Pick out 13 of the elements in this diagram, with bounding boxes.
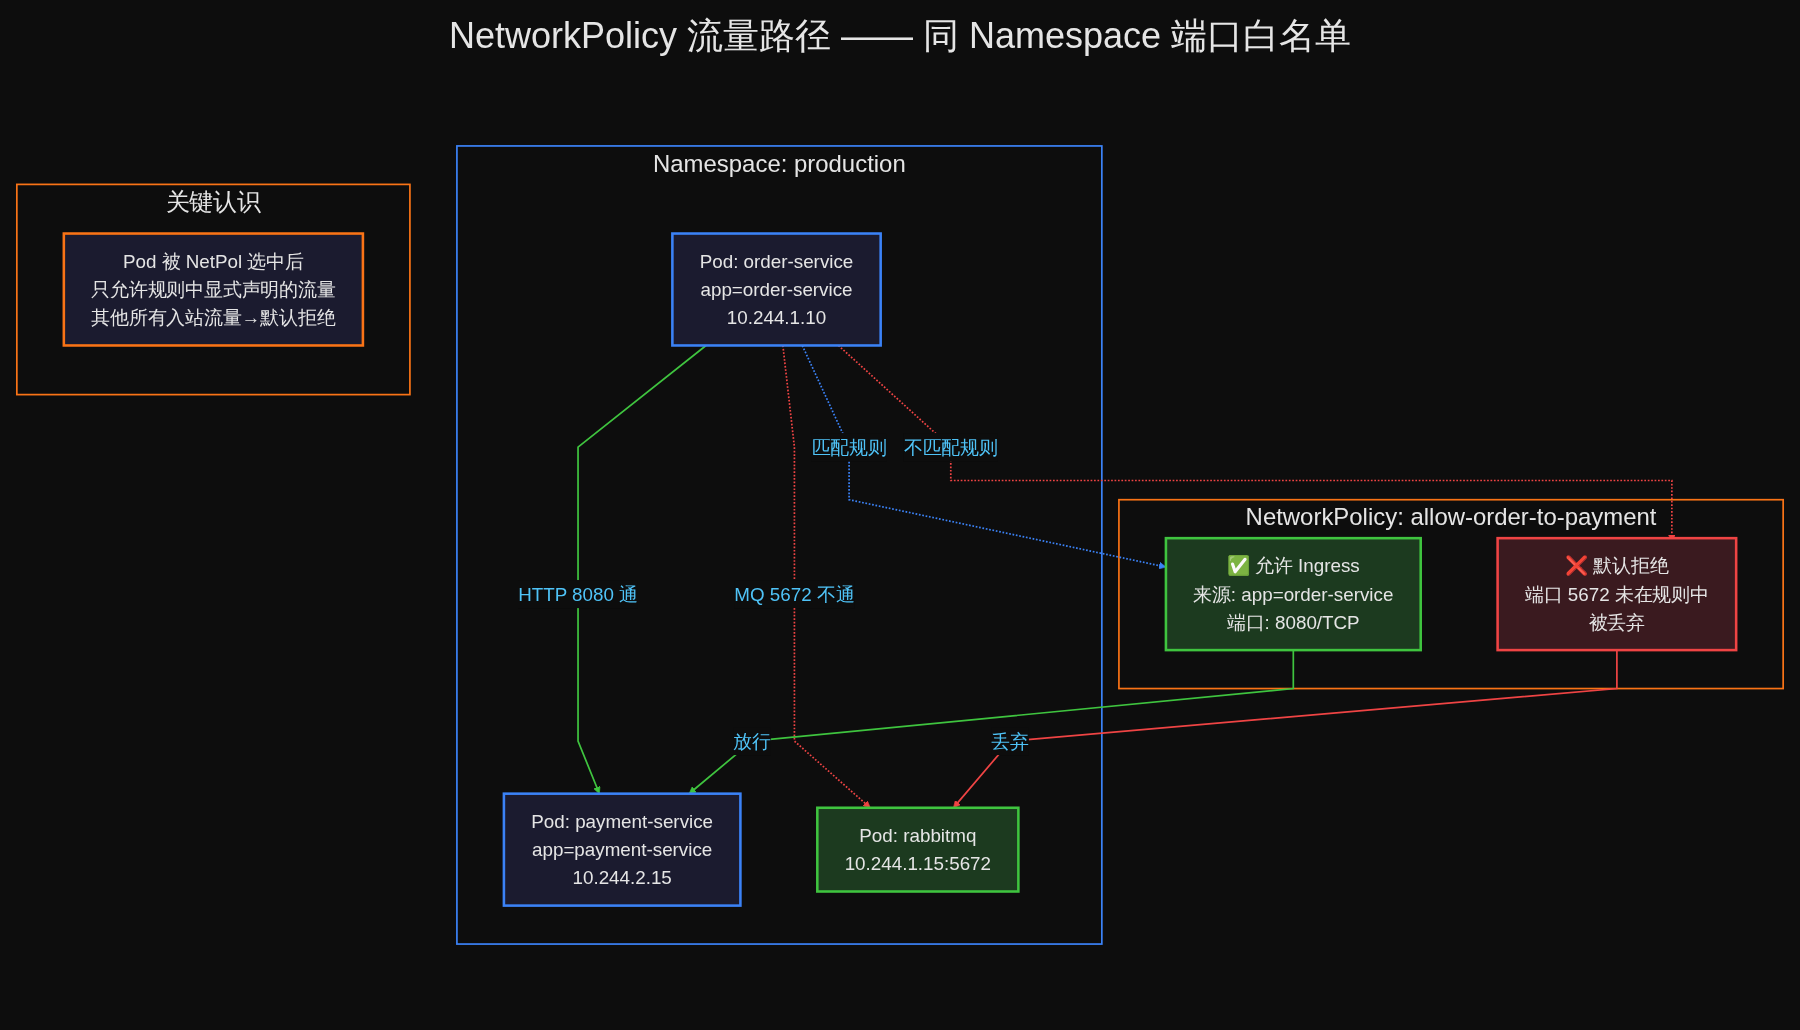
edge-label: 匹配规则 <box>811 436 887 458</box>
edge-label: MQ 5672 不通 <box>734 583 855 605</box>
edge-label: 不匹配规则 <box>903 436 998 458</box>
node-box: Pod 被 NetPol 选中后 只允许规则中显式声明的流量 其他所有入站流量→默认拒绝 <box>62 232 365 347</box>
edge-label: 放行 <box>733 730 771 752</box>
diagram-title: NetworkPolicy 流量路径 —— 同 Namespace 端口白名单 <box>447 14 1353 58</box>
node-box: Pod: payment-service app=payment-service 10.244.2.15 <box>502 792 742 907</box>
node-box: ❌ 默认拒绝 端口 5672 未在规则中 被丢弃 <box>1496 536 1738 652</box>
node-box: Pod: rabbitmq 10.244.1.15:5672 <box>816 806 1020 893</box>
edge-label: 丢弃 <box>991 730 1029 752</box>
node-box: ✅ 允许 Ingress 来源: app=order-service 端口: 8080/TCP <box>1164 536 1422 652</box>
edge-label: HTTP 8080 通 <box>518 583 638 605</box>
node-box: Pod: order-service app=order-service 10.244.1.10 <box>671 232 882 347</box>
